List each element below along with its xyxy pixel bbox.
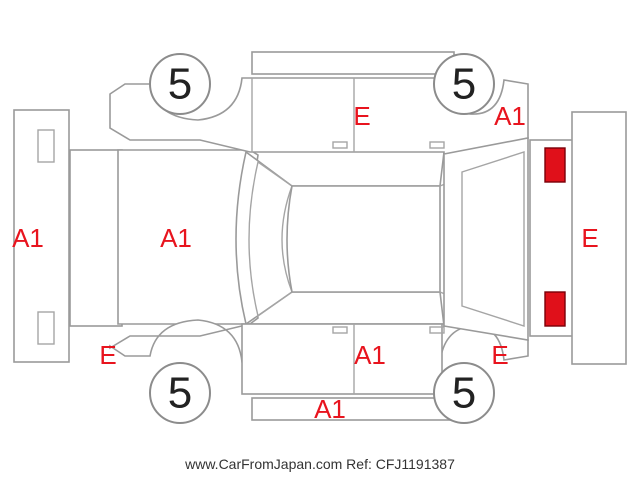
tire-rear-right: 5 <box>433 362 495 424</box>
tire-front-right-value: 5 <box>168 369 192 418</box>
front-bumper <box>13 109 70 363</box>
hood <box>69 149 259 327</box>
damage-rear-bumper: E <box>581 223 598 253</box>
tire-front-right: 5 <box>149 362 211 424</box>
tire-rear-right-value: 5 <box>452 369 476 418</box>
damage-front-bumper: A1 <box>12 223 44 253</box>
damage-rocker-bottom: A1 <box>314 394 346 424</box>
footer-ref: Ref: CFJ1191387 <box>346 456 455 472</box>
cabin <box>235 150 469 327</box>
rear-light-bottom <box>544 291 566 327</box>
rear-light-top <box>544 147 566 183</box>
tire-rear-left-value: 5 <box>452 60 476 109</box>
side-bottom <box>109 319 529 421</box>
footer-site: www.CarFromJapan.com <box>185 456 343 472</box>
damage-rear-fender-bottom: E <box>491 340 508 370</box>
damage-front-fender-bottom: E <box>99 340 116 370</box>
tire-front-left: 5 <box>149 53 211 115</box>
rear-bumper <box>571 111 627 365</box>
damage-hood: A1 <box>160 223 192 253</box>
footer: www.CarFromJapan.com Ref: CFJ1191387 <box>0 456 640 472</box>
damage-rear-door-bottom: A1 <box>354 340 386 370</box>
tire-rear-left: 5 <box>433 53 495 115</box>
damage-rear-door-top: E <box>353 101 370 131</box>
tire-front-left-value: 5 <box>168 60 192 109</box>
damage-rear-fender-top: A1 <box>494 101 526 131</box>
